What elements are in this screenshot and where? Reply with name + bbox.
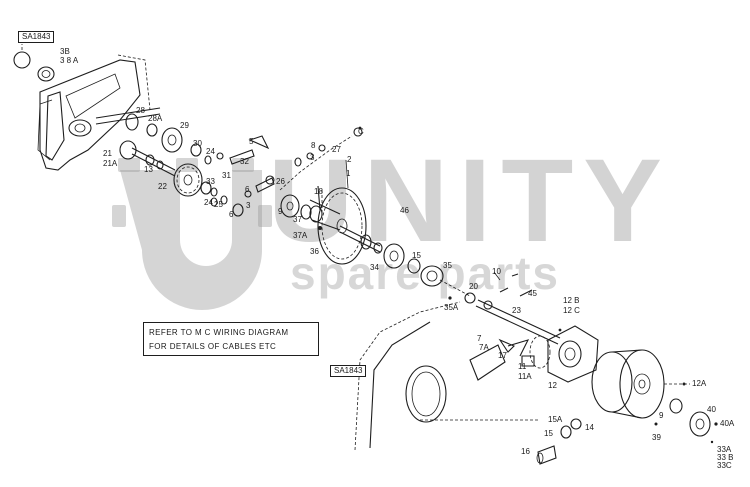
part-label: 7A [479, 343, 489, 352]
part-label: 11A [518, 372, 532, 381]
watermark-tagline: spare parts [290, 247, 561, 299]
part-label: 20 [469, 282, 478, 291]
part-label: 3 [246, 201, 251, 210]
part-label: 33C [717, 461, 732, 470]
part-label: 40A [720, 419, 735, 428]
wiring-note: REFER TO M C WIRING DIAGRAM FOR DETAILS … [143, 322, 319, 356]
part-label: 12A [692, 379, 707, 388]
part-label: 9 [659, 411, 664, 420]
gear-22 [173, 163, 218, 197]
part-label: 18 [314, 187, 323, 196]
wiring-note-line-2: FOR DETAILS OF CABLES ETC [149, 342, 277, 351]
part-label: 3 [310, 153, 315, 162]
part-label: 25 [214, 200, 223, 209]
bearing-stack [360, 234, 471, 297]
part-label: 2 [347, 155, 352, 164]
part-label: 10 [492, 267, 501, 276]
part-label: 14 [585, 423, 594, 432]
part-label: 21A [103, 159, 118, 168]
part-label: 6 [245, 185, 250, 194]
part-label: 33 [206, 177, 215, 186]
part-label: 24 [206, 147, 215, 156]
part-label: 30 [193, 139, 202, 148]
part-label: 26 [276, 177, 285, 186]
part-label: 3 8 A [60, 56, 79, 65]
part-label: 9 [278, 207, 283, 216]
part-label: 37 [293, 215, 302, 224]
part-label: 28 [136, 106, 145, 115]
upper-shaft-parts [95, 107, 202, 177]
gearbox-housing [37, 54, 151, 171]
part-label: 35A [444, 303, 459, 312]
part-label: 12 B [563, 296, 579, 305]
part-label: 12 C [563, 306, 580, 315]
part-label: 1 [346, 169, 351, 178]
wiring-note-line-1: REFER TO M C WIRING DIAGRAM [149, 328, 289, 337]
part-label: 11 [518, 362, 527, 371]
motor-end-plate [529, 325, 599, 383]
drive-shaft-23 [448, 271, 561, 345]
gear-cluster-37 [280, 185, 341, 231]
part-label: 3B [60, 47, 70, 56]
leader-dots [358, 126, 686, 426]
part-label: 33 B [717, 453, 733, 462]
part-label: 15 [412, 251, 421, 260]
part-label: 29 [180, 121, 189, 130]
part-label: 33A [717, 445, 732, 454]
part-label: 34 [370, 263, 379, 272]
part-label: 24 [204, 198, 213, 207]
part-label: 35 [443, 261, 452, 270]
part-label: 6 [229, 210, 234, 219]
part-label: 16 [521, 447, 530, 456]
fan-cover-40 [669, 398, 718, 444]
part-label: 28A [148, 114, 163, 123]
switch-parts [498, 338, 535, 367]
small-fittings [204, 127, 363, 217]
part-label: 17 [498, 351, 507, 360]
part-label: 21 [103, 149, 112, 158]
part-label: 31 [222, 171, 231, 180]
part-label: 7 [477, 334, 482, 343]
part-label: 23 [512, 306, 521, 315]
part-label: 45 [528, 289, 537, 298]
part-label: 15 [544, 429, 553, 438]
seal-3b [13, 44, 55, 82]
lower-fittings [536, 418, 582, 465]
part-label: 22 [158, 182, 167, 191]
reference-tag-bottom: SA1843 [330, 365, 367, 377]
part-label: 27 [332, 145, 341, 154]
part-label: 36 [310, 247, 319, 256]
part-label: 32 [240, 157, 249, 166]
motor-body-12 [591, 349, 690, 419]
watermark-brand: UNITY [268, 135, 672, 267]
part-label: C [358, 127, 364, 136]
reference-tag-top: SA1843 [18, 31, 55, 43]
part-label: 37A [293, 231, 308, 240]
part-label: 12 [548, 381, 557, 390]
part-label: 5 [249, 137, 254, 146]
part-label: 13 [144, 165, 153, 174]
main-gear-36 [317, 159, 381, 265]
part-label: 46 [400, 206, 409, 215]
part-label: 39 [652, 433, 661, 442]
part-label: 15A [548, 415, 563, 424]
side-cover-panel [354, 301, 540, 451]
part-label: 8 [311, 141, 316, 150]
part-label: 40 [707, 405, 716, 414]
